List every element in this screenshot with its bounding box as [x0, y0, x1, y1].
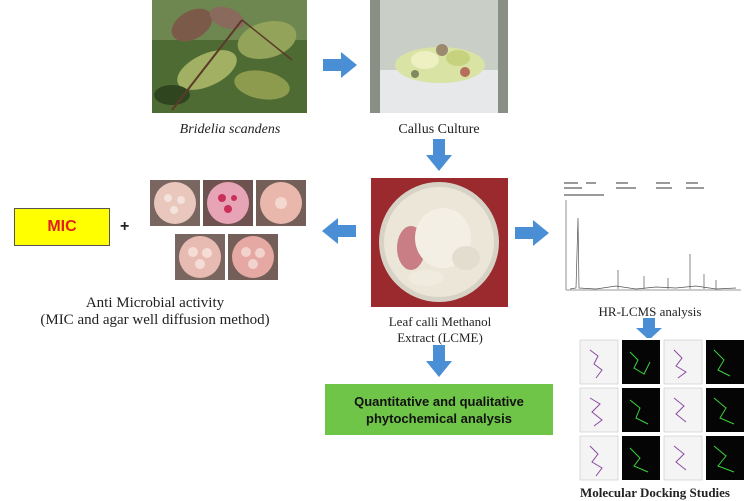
extract-photo [371, 178, 508, 307]
extract-caption-line2: Extract (LCME) [397, 330, 483, 345]
extract-caption-line1: Leaf calli Methanol [388, 314, 492, 329]
callus-caption: Callus Culture [398, 122, 480, 137]
mic-box: MIC [14, 208, 110, 246]
callus-photo [370, 0, 508, 113]
antimicrobial-caption-line2: (MIC and agar well diffusion method) [40, 312, 270, 328]
arrow-down-icon [636, 318, 662, 340]
arrow-left-icon [322, 218, 356, 244]
docking-grid [578, 338, 746, 484]
phytochemical-analysis-box: Quantitative and qualitative phytochemic… [325, 384, 553, 435]
hrlcms-caption: HR-LCMS analysis [598, 304, 702, 319]
plant-photo [152, 0, 307, 113]
docking-caption: Molecular Docking Studies [580, 485, 730, 500]
petri-plates-panel [148, 178, 308, 286]
arrow-right-icon [323, 52, 357, 78]
hrlcms-chromatogram [556, 178, 746, 302]
arrow-down-icon [426, 139, 452, 171]
antimicrobial-caption-line1: Anti Microbial activity [85, 295, 225, 311]
plant-caption: Bridelia scandens [179, 122, 281, 137]
phyto-line2: phytochemical analysis [366, 410, 512, 426]
plus-sign: + [120, 218, 130, 235]
arrow-right-icon [515, 220, 549, 246]
phyto-line1: Quantitative and qualitative [354, 393, 524, 409]
arrow-down-icon [426, 345, 452, 377]
